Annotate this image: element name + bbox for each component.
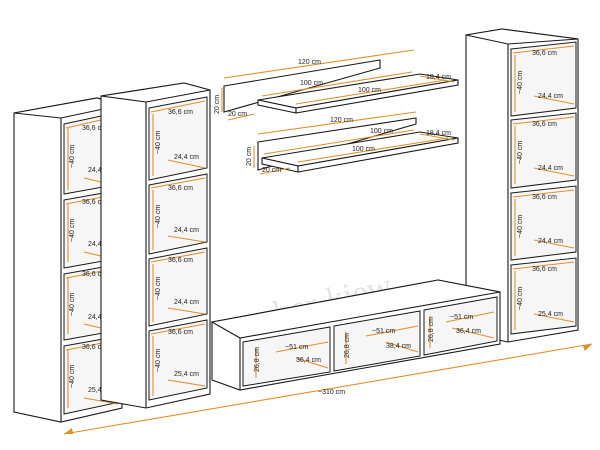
wall-shelf-top-thickness: 20 cm (228, 111, 247, 118)
wall-shelf-top-depth: 18,4 cm (426, 74, 451, 81)
tv-board-compartment-3-depth: 36,4 cm (456, 328, 481, 335)
shelf-1-height-1: ~40 cm (69, 145, 76, 168)
shelf-1-width-1: 36,6 cm (82, 125, 107, 132)
shelf-2-width-3: 36,6 cm (168, 257, 193, 264)
tv-board-compartment-3-width: ~51 cm (450, 314, 473, 321)
tv-board-compartment-1-height: 26,8 cm (254, 347, 261, 372)
shelf-2-depth-2: 24,4 cm (174, 227, 199, 234)
tv-board-compartment-1 (242, 326, 331, 387)
wall-shelf-bottom-length: 120 cm (330, 117, 353, 124)
shelf-1-height-2: ~40 cm (69, 219, 76, 242)
shelf-1-width-4: 36,6 cm (82, 344, 107, 351)
tv-board-compartment-1-depth: 36,4 cm (296, 357, 321, 364)
shelf-1-height-4: ~40 cm (69, 365, 76, 388)
shelf-1-width-2: 36,6 cm (82, 199, 107, 206)
tv-board-compartment-3 (423, 296, 498, 356)
shelf-unit-right: 36,6 cm 36,6 cm 36,6 cm 36,6 cm ~40 cm ~… (465, 28, 579, 343)
wall-shelf-top-length: 120 cm (298, 59, 321, 66)
shelf-right-width-4: 36,6 cm (532, 266, 557, 273)
tv-board-top (210, 279, 501, 339)
total-length-label: ~310 cm (318, 389, 345, 396)
shelf-right-height-4: ~40 cm (517, 287, 524, 310)
shelf-right-depth-1: 24,4 cm (538, 93, 563, 100)
shelf-right-width-2: 36,6 cm (532, 121, 557, 128)
shelf-right-depth-4: 25,4 cm (538, 311, 563, 318)
wall-shelf-bottom-inner-2: 100 cm (352, 146, 375, 153)
total-length-dimension: ~310 cm (63, 343, 593, 435)
wall-shelf-top-inner-2: 100 cm (358, 87, 381, 94)
shelf-1-width-3: 36,6 cm (82, 271, 107, 278)
shelf-2-width-1: 36,6 cm (168, 109, 193, 116)
shelf-right-depth-3: 24,4 cm (538, 238, 563, 245)
tv-board-compartment-2-height: 26,8 cm (344, 333, 351, 358)
shelf-2-top (100, 82, 211, 103)
tv-board: ~51 cm ~51 cm ~51 cm 36,4 cm 38,4 cm 36,… (210, 279, 501, 391)
wall-shelf-top: 120 cm 100 cm 100 cm 18,4 cm 20 cm 20 cm (214, 49, 459, 121)
wall-shelf-bottom-inner: 100 cm (370, 128, 393, 135)
shelf-2-height-4: ~40 cm (155, 349, 162, 372)
wall-shelf-top-height: 20 cm (214, 95, 221, 114)
wall-shelf-bottom: 120 cm 100 cm 100 cm 18,4 cm 20 cm 20 cm (246, 111, 459, 175)
shelf-2-height-1: ~40 cm (155, 131, 162, 154)
wall-shelf-bottom-height: 20 cm (246, 147, 253, 166)
shelf-1-height-3: ~40 cm (69, 293, 76, 316)
shelf-2-depth-4: 25,4 cm (174, 371, 199, 378)
shelf-right-width-1: 36,6 cm (532, 50, 557, 57)
tv-board-compartment-2 (333, 310, 421, 372)
wall-shelf-bottom-depth: 18,4 cm (426, 130, 451, 137)
shelf-right-depth-2: 24,4 cm (538, 165, 563, 172)
shelf-right-height-1: ~40 cm (517, 71, 524, 94)
shelf-unit-left-2: 36,6 cm 36,6 cm 36,6 cm 36,6 cm ~40 cm ~… (100, 82, 211, 409)
shelf-right-top (465, 28, 579, 45)
shelf-2-height-3: ~40 cm (155, 277, 162, 300)
shelf-2-depth-3: 24,4 cm (174, 299, 199, 306)
tv-board-compartment-2-width: ~51 cm (372, 328, 395, 335)
shelf-2-width-2: 36,6 cm (168, 185, 193, 192)
tv-board-compartment-3-height: 26,8 cm (428, 317, 435, 342)
tv-board-compartment-1-width: ~51 cm (285, 344, 308, 351)
shelf-2-depth-1: 24,4 cm (174, 154, 199, 161)
shelf-2-height-2: ~40 cm (155, 205, 162, 228)
wall-shelf-top-inner: 100 cm (300, 80, 323, 87)
tv-board-compartment-2-depth: 38,4 cm (386, 343, 411, 350)
wall-shelf-bottom-thickness: 20 cm (262, 167, 281, 174)
shelf-right-height-3: ~40 cm (517, 215, 524, 238)
shelf-2-width-4: 36,6 cm (168, 329, 193, 336)
shelf-right-height-2: ~40 cm (517, 141, 524, 164)
shelf-right-width-3: 36,6 cm (532, 194, 557, 201)
